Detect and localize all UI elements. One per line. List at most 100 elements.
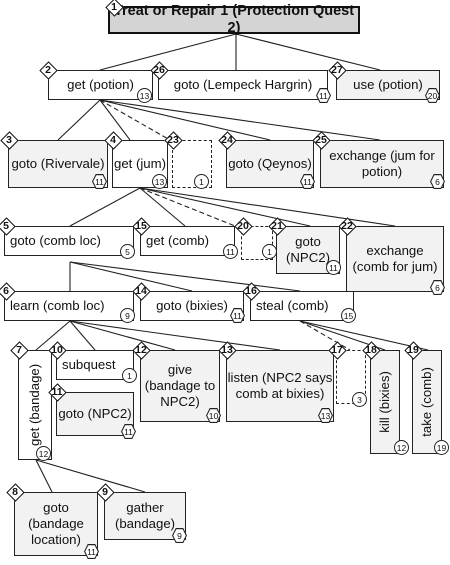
node-box: goto (bandage location) (14, 492, 98, 556)
node-box: listen (NPC2 says comb at bixies) (226, 350, 334, 422)
node-number: 26 (153, 64, 165, 76)
node-label: get (jum) (113, 156, 167, 172)
edge (69, 320, 176, 351)
count-badge-hex-icon: 11 (84, 544, 99, 559)
edge (69, 261, 193, 292)
edge (99, 99, 171, 141)
badge-value: 11 (122, 425, 135, 438)
node-number: 27 (331, 64, 343, 76)
node-label: exchange (jum for potion) (329, 148, 435, 179)
node-box: gather (bandage) (104, 492, 186, 540)
edge (99, 99, 131, 141)
edge (57, 99, 101, 141)
edge (69, 187, 141, 227)
count-badge-hex-icon: 13 (318, 408, 333, 423)
node-label: steal (comb) (256, 298, 329, 314)
node-box: get (bandage) (18, 350, 52, 460)
edge (69, 320, 281, 351)
node-box (241, 226, 273, 260)
node-number: 2 (45, 64, 51, 76)
node-box: exchange (jum for potion) (320, 140, 444, 188)
badge-value: 11 (317, 89, 330, 102)
node-label: goto (comb loc) (10, 233, 101, 249)
node-number: 21 (271, 220, 283, 232)
node-number: 22 (341, 220, 353, 232)
node-label: Treat or Repair 1 (Protection Quest 2) (113, 2, 355, 36)
count-badge-circle-icon: 12 (394, 440, 409, 455)
node-label: get (potion) (67, 77, 134, 93)
edge (99, 99, 381, 141)
node-number: 9 (102, 486, 108, 498)
count-badge-hex-icon: 6 (430, 174, 445, 189)
node-number: 1 (111, 1, 117, 13)
count-badge-hex-icon: 11 (92, 174, 107, 189)
edge (69, 320, 96, 351)
edge (139, 187, 236, 227)
badge-value: 6 (431, 281, 444, 294)
node-box: steal (comb) (250, 291, 354, 321)
node-number: 19 (407, 344, 419, 356)
count-badge-circle-icon: 15 (341, 308, 356, 323)
node-box: take (comb) (412, 350, 442, 454)
edge (35, 459, 53, 493)
node-label: subquest (62, 357, 116, 373)
node-box: learn (comb loc) (4, 291, 134, 321)
node-label: get (comb) (146, 233, 210, 249)
node-number: 24 (221, 134, 233, 146)
node-label: goto (Rivervale) (11, 156, 105, 172)
badge-value: 11 (301, 175, 314, 188)
node-box (336, 350, 366, 404)
count-badge-hex-icon: 20 (425, 88, 440, 103)
node-label: take (comb) (419, 367, 435, 437)
node-box: kill (bixies) (370, 350, 400, 454)
badge-value: 10 (207, 409, 220, 422)
node-box: goto (comb loc) (4, 226, 134, 256)
node-number: 10 (51, 344, 63, 356)
count-badge-hex-icon: 6 (430, 280, 445, 295)
node-box: goto (Qeynos) (226, 140, 314, 188)
node-label: listen (NPC2 says comb at bixies) (227, 370, 333, 401)
node-number: 5 (3, 220, 9, 232)
count-badge-hex-icon: 9 (172, 528, 187, 543)
node-label: goto (bixies) (156, 298, 228, 314)
count-badge-circle-icon: 9 (120, 308, 135, 323)
node-label: gather (bandage) (114, 500, 176, 531)
count-badge-circle-icon: 13 (152, 174, 167, 189)
node-number: 18 (365, 344, 377, 356)
node-number: 11 (51, 386, 63, 398)
node-number: 25 (315, 134, 327, 146)
node-label: learn (comb loc) (10, 298, 105, 314)
edge (35, 459, 146, 493)
node-box: goto (Rivervale) (8, 140, 108, 188)
count-badge-hex-icon: 11 (121, 424, 136, 439)
node-box: goto (NPC2) (56, 392, 134, 436)
node-label: get (bandage) (27, 363, 43, 447)
count-badge-hex-icon: 10 (206, 408, 221, 423)
edge (139, 187, 186, 227)
count-badge-circle-icon: 11 (223, 244, 238, 259)
node-box: goto (Lempeck Hargrin) (158, 70, 328, 100)
node-label: kill (bixies) (377, 371, 393, 433)
node-box: exchange (comb for jum) (346, 226, 444, 292)
badge-value: 11 (231, 309, 244, 322)
node-label: exchange (comb for jum) (352, 243, 438, 274)
node-number: 20 (237, 220, 249, 232)
node-number: 17 (331, 344, 343, 356)
node-number: 13 (221, 344, 233, 356)
node-number: 12 (135, 344, 147, 356)
node-number: 23 (167, 134, 179, 146)
count-badge-circle-icon: 1 (194, 174, 209, 189)
node-box (172, 140, 212, 188)
count-badge-circle-icon: 11 (326, 260, 341, 275)
node-box: use (potion) (336, 70, 440, 100)
node-box: get (potion) (48, 70, 153, 100)
count-badge-hex-icon: 11 (300, 174, 315, 189)
count-badge-circle-icon: 3 (352, 392, 367, 407)
node-label: goto (Lempeck Hargrin) (173, 77, 313, 93)
node-number: 15 (135, 220, 147, 232)
node-label: use (potion) (353, 77, 423, 93)
node-label: goto (NPC2) (286, 234, 330, 265)
edge (139, 187, 311, 227)
